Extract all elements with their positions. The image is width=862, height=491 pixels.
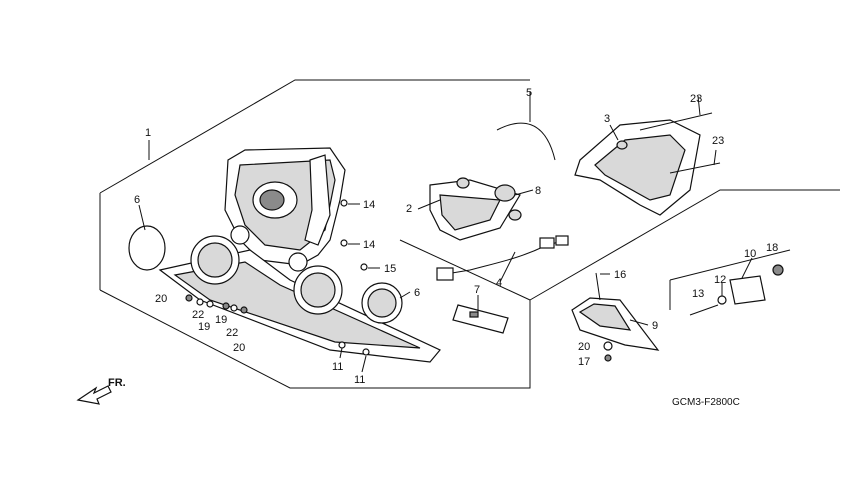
callout-20b: 20 [233,342,245,354]
callout-22b: 22 [226,327,238,339]
callout-11b: 11 [354,374,365,386]
callout-12: 12 [714,274,726,286]
callout-14b: 14 [363,239,375,251]
callout-7: 7 [474,284,480,296]
side-marker [571,272,660,362]
cables [436,122,569,281]
callout-23a: 23 [690,93,702,105]
callout-20c: 20 [578,341,590,353]
panel-outlines [99,79,840,389]
callout-2: 2 [406,203,412,215]
diagram-code: GCM3-F2800C [672,397,740,408]
taillight-assembly [429,119,701,241]
leader-lines [138,92,753,373]
callout-17: 17 [578,356,590,368]
callout-9: 9 [652,320,658,332]
callout-14a: 14 [363,199,375,211]
reflector-assembly [689,264,784,316]
screws [639,112,721,174]
callout-19a: 19 [198,321,210,333]
callout-13: 13 [692,288,704,300]
callout-3: 3 [604,113,610,125]
callout-1: 1 [145,127,151,139]
callout-19b: 19 [215,314,227,326]
callout-5: 5 [526,87,532,99]
callout-8: 8 [535,185,541,197]
direction-label: FR. [108,377,126,389]
callout-4: 4 [496,277,502,289]
callout-16: 16 [614,269,626,281]
callout-22a: 22 [192,309,204,321]
small-hardware [185,199,370,356]
callout-labels: 1 2 3 4 5 6 6 7 8 9 10 11 11 12 13 14 14… [134,87,778,386]
license-light [452,304,509,334]
callout-10: 10 [744,248,756,260]
callout-23b: 23 [712,135,724,147]
callout-11a: 11 [332,361,343,373]
callout-6b: 6 [414,287,420,299]
headlight-units [128,225,403,324]
callout-15: 15 [384,263,396,275]
front-direction-arrow: FR. [76,377,126,405]
callout-18: 18 [766,242,778,254]
callout-6a: 6 [134,194,140,206]
callout-20a: 20 [155,293,167,305]
